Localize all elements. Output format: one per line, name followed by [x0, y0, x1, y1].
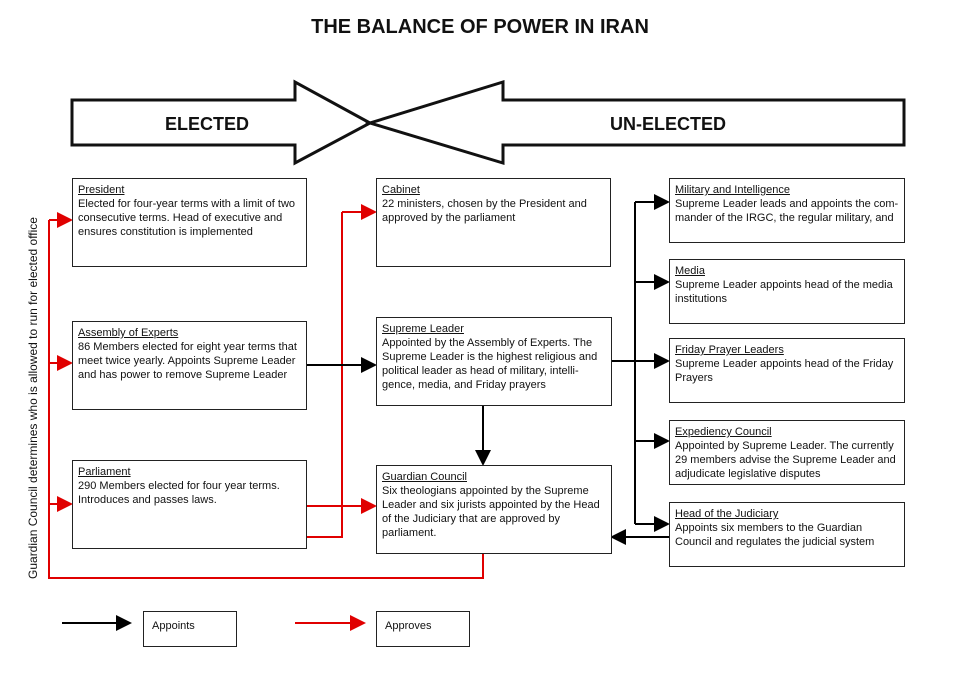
box-text: Supreme Leader leads and appoints the co… — [675, 198, 899, 224]
assembly-box: Assembly of Experts 86 Members elected fo… — [72, 321, 307, 410]
box-text: Supreme Leader appoints head of the Frid… — [675, 358, 894, 384]
box-text: Six theologians appointed by the Supreme… — [382, 485, 600, 539]
box-heading: Military and Intelligence — [675, 184, 790, 196]
elected-arrow-shape — [70, 79, 374, 166]
box-text: 22 ministers, chosen by the President an… — [382, 198, 587, 224]
box-heading: Cabinet — [382, 184, 420, 196]
box-heading: President — [78, 184, 125, 196]
box-heading: Head of the Judiciary — [675, 508, 779, 520]
box-heading: Supreme Leader — [382, 323, 464, 335]
unelected-label: UN-ELECTED — [610, 114, 726, 134]
box-heading: Assembly of Experts — [78, 327, 179, 339]
box-text: 86 Members elected for eight year terms … — [78, 341, 297, 381]
box-text: Appoints six members to the Guardian Cou… — [675, 522, 875, 548]
unelected-arrow-shape — [364, 79, 906, 166]
box-heading: Friday Prayer Leaders — [675, 344, 784, 356]
legend-approves: Approves — [376, 611, 470, 647]
parliament-box: Parliament 290 Members elected for four y… — [72, 460, 307, 549]
box-text: Supreme Leader appoints head of the medi… — [675, 279, 893, 305]
box-heading: Media — [675, 265, 705, 277]
box-heading: Parliament — [78, 466, 131, 478]
red-gc-line — [48, 220, 484, 579]
box-heading: Expediency Council — [675, 426, 772, 438]
cabinet-box: Cabinet 22 ministers, chosen by the Presi… — [376, 178, 611, 267]
box-text: Appointed by the Assembly of Experts. Th… — [382, 337, 598, 391]
red-line-cabinet — [306, 212, 343, 538]
box-text: Elected for four-year terms with a limit… — [78, 198, 296, 238]
legend-appoints: Appoints — [143, 611, 237, 647]
page-title: THE BALANCE OF POWER IN IRAN — [311, 16, 649, 38]
box-text: Appointed by Supreme Leader. The current… — [675, 440, 896, 480]
box-heading: Guardian Council — [382, 471, 467, 483]
box-text: 290 Members elected for four year terms.… — [78, 480, 280, 506]
side-note: Guardian Council determines who is allow… — [26, 217, 40, 579]
elected-label: ELECTED — [165, 114, 250, 134]
